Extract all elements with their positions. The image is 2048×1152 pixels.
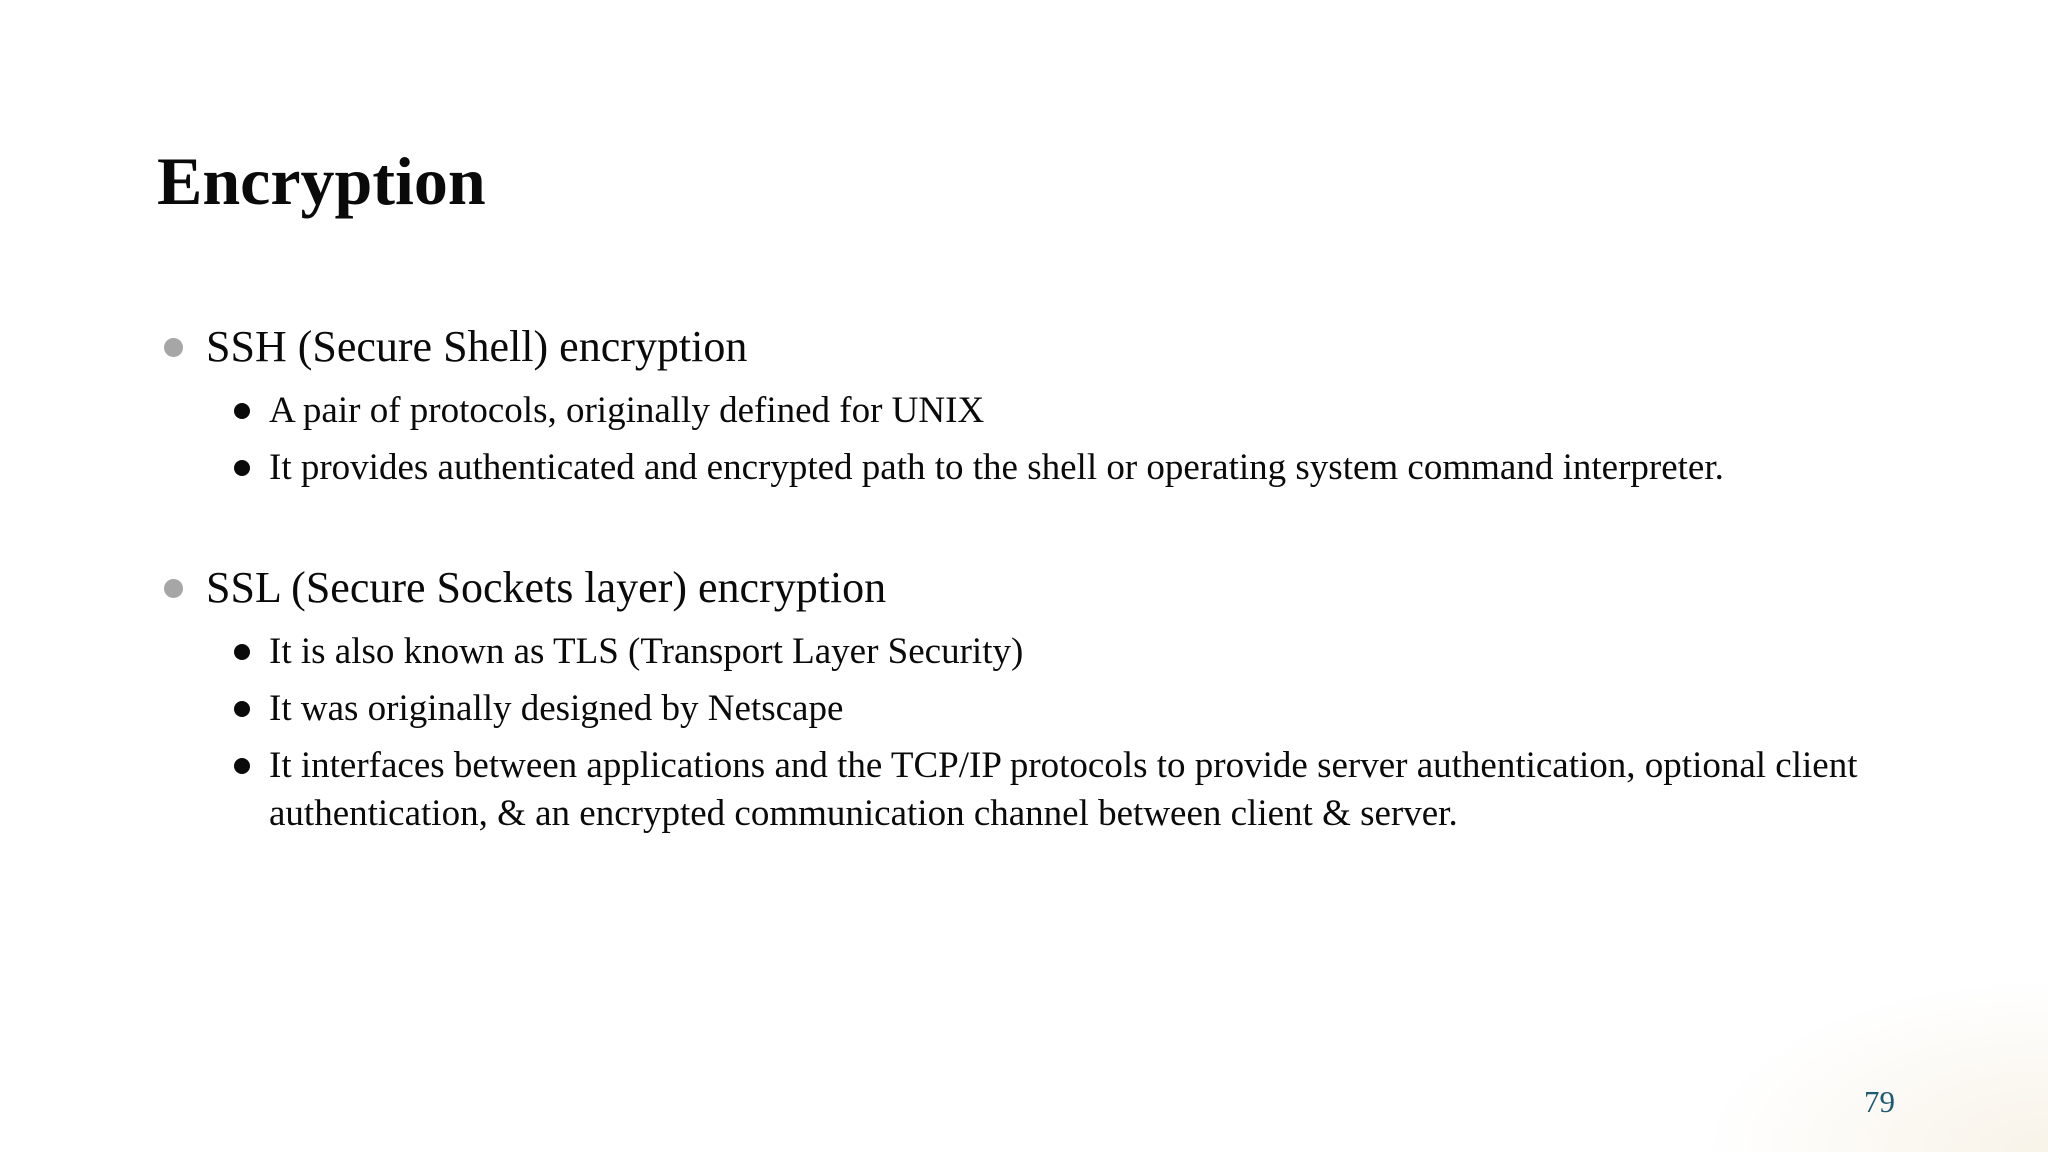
level2-bullet-icon xyxy=(234,758,250,774)
level2-bullet-icon xyxy=(234,644,250,660)
level2-bullet-icon xyxy=(234,701,250,717)
sub-bullet-item: It interfaces between applications and t… xyxy=(234,742,1954,838)
page-title: Encryption xyxy=(157,143,486,219)
sub-bullet-item: A pair of protocols, originally defined … xyxy=(234,387,984,435)
sub-bullet-text: It provides authenticated and encrypted … xyxy=(269,447,1724,488)
bullet-text: SSH (Secure Shell) encryption xyxy=(206,322,748,371)
level2-bullet-icon xyxy=(234,460,250,476)
bullet-item-ssh: SSH (Secure Shell) encryption xyxy=(164,318,747,376)
sub-bullet-item: It was originally designed by Netscape xyxy=(234,685,843,733)
level2-bullet-icon xyxy=(234,403,250,419)
sub-bullet-item: It is also known as TLS (Transport Layer… xyxy=(234,628,1023,676)
level1-bullet-icon xyxy=(164,579,183,598)
level1-bullet-icon xyxy=(164,338,183,357)
bullet-text: SSL (Secure Sockets layer) encryption xyxy=(206,563,887,612)
sub-bullet-text: It was originally designed by Netscape xyxy=(269,688,844,729)
corner-shading xyxy=(1708,982,2048,1152)
sub-bullet-text: A pair of protocols, originally defined … xyxy=(269,390,985,431)
sub-bullet-item: It provides authenticated and encrypted … xyxy=(234,444,1724,492)
sub-bullet-text: It is also known as TLS (Transport Layer… xyxy=(269,631,1024,672)
bullet-item-ssl: SSL (Secure Sockets layer) encryption xyxy=(164,559,886,617)
sub-bullet-text: It interfaces between applications and t… xyxy=(269,745,1858,834)
page-number: 79 xyxy=(1864,1084,1895,1119)
